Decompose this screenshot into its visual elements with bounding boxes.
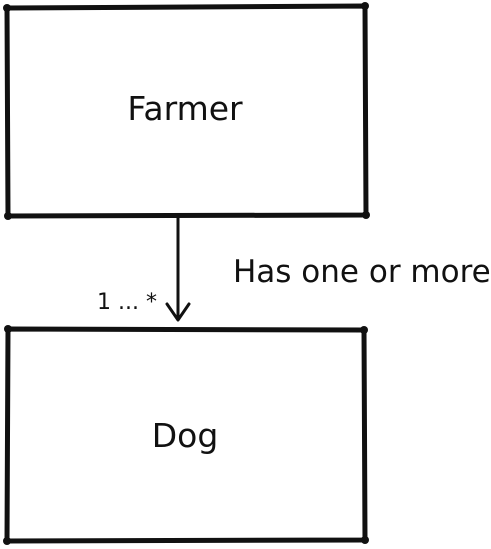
dog-box-corner-tr — [360, 326, 368, 334]
farmer-box-corner-bl — [4, 212, 12, 220]
farmer-class-box: Farmer — [3, 2, 370, 220]
association-arrow — [165, 214, 191, 322]
arrowhead-icon — [165, 302, 191, 322]
dog-class-box: Dog — [3, 325, 369, 545]
multiplicity-label: 1 ... * — [97, 290, 157, 315]
farmer-class-name: Farmer — [127, 89, 243, 128]
dog-box-corner-br — [361, 536, 369, 544]
relationship-label: Has one or more — [233, 254, 491, 290]
dog-box-corner-bl — [3, 537, 11, 545]
dog-box-corner-tl — [4, 325, 12, 333]
farmer-box-corner-tl — [3, 4, 11, 12]
dog-class-name: Dog — [152, 416, 219, 455]
farmer-box-corner-tr — [361, 2, 369, 10]
farmer-box-corner-br — [362, 211, 370, 219]
